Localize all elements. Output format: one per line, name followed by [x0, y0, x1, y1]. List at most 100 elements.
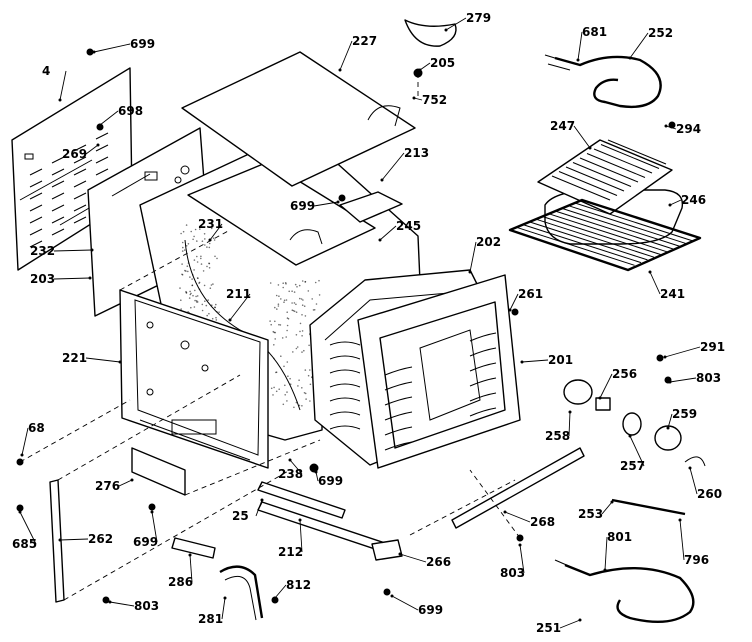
leader-line	[665, 125, 677, 130]
leader-dot	[130, 478, 134, 482]
part-number-label: 231	[198, 217, 223, 231]
leader-dot	[576, 58, 580, 62]
alignment-lines	[19, 73, 521, 601]
part-number-label: 227	[352, 34, 377, 48]
bracket	[339, 191, 403, 223]
oven-front-frame	[357, 274, 521, 469]
leader-dot	[568, 410, 572, 414]
leader-line	[313, 201, 339, 207]
part-number-label: 286	[168, 575, 193, 589]
leader-dot	[20, 453, 24, 457]
light-bulb	[622, 412, 642, 436]
leader-line	[629, 435, 645, 467]
part-number-label: 801	[607, 530, 632, 544]
leader-line	[669, 377, 697, 383]
leader-line	[629, 32, 649, 59]
leader-line	[229, 293, 251, 321]
part-number-label: 266	[426, 555, 451, 569]
leader-dot	[338, 68, 342, 72]
leader-line	[689, 467, 698, 495]
bracket-266	[371, 539, 403, 561]
top-panel	[181, 51, 416, 187]
leader-line	[118, 479, 133, 487]
part-number-label: 201	[548, 353, 573, 367]
front-rail	[451, 447, 585, 529]
part-number-label: 281	[198, 612, 223, 626]
leader-line	[391, 595, 419, 611]
leader-dot	[298, 518, 302, 522]
leader-dot	[380, 178, 384, 182]
leader-line	[667, 413, 673, 429]
leader-line	[469, 241, 477, 273]
leader-line	[274, 584, 287, 599]
broil-element	[544, 54, 662, 109]
leader-dot	[18, 510, 22, 514]
part-number-label: 212	[278, 545, 303, 559]
leader-dot	[58, 538, 62, 542]
leader-line	[519, 544, 525, 574]
leader-line	[649, 271, 661, 295]
part-number-label: 294	[676, 122, 701, 136]
leader-dot	[288, 458, 292, 462]
leader-line	[109, 601, 135, 607]
leader-dot	[336, 200, 340, 204]
leader-dot	[378, 238, 382, 242]
part-number-label: 276	[95, 479, 120, 493]
leader-line	[573, 125, 591, 149]
leader-line	[255, 499, 263, 517]
leader-line	[568, 411, 571, 437]
leader-dot	[98, 123, 102, 127]
part-number-label: 699	[290, 199, 315, 213]
leader-dot	[223, 596, 227, 600]
leader-line	[419, 62, 431, 71]
wire-clip	[684, 456, 706, 467]
part-number-label: 25	[232, 509, 249, 523]
leader-dot	[663, 355, 667, 359]
leader-dot	[412, 96, 416, 100]
leader-line	[99, 110, 119, 126]
part-number-label: 202	[476, 235, 501, 249]
part-number-label: 279	[466, 11, 491, 25]
side-panel	[119, 289, 269, 469]
leader-dot	[90, 248, 94, 252]
leader-line	[445, 17, 467, 31]
bake-element	[554, 559, 695, 623]
part-number-label: 241	[660, 287, 685, 301]
leader-dot	[518, 543, 522, 547]
part-number-label: 203	[30, 272, 55, 286]
part-number-label: 238	[278, 467, 303, 481]
leader-line	[221, 597, 226, 620]
bottom-plate	[131, 447, 186, 496]
part-number-label: 269	[62, 147, 87, 161]
leader-dot	[260, 498, 264, 502]
part-number-label: 259	[672, 407, 697, 421]
leader-line	[604, 536, 608, 571]
leader-line	[85, 144, 99, 155]
leader-dot	[664, 124, 668, 128]
part-number-label: 685	[12, 537, 37, 551]
leader-line	[509, 293, 519, 311]
part-number-label: 699	[130, 37, 155, 51]
leader-dot	[668, 380, 672, 384]
part-number-label: 221	[62, 351, 87, 365]
leader-dot	[208, 238, 212, 242]
part-number-label: 796	[684, 553, 709, 567]
leader-line	[289, 459, 303, 475]
part-number-label: 251	[536, 621, 561, 635]
leader-dot	[598, 396, 602, 400]
leader-dot	[444, 28, 448, 32]
leader-dot	[503, 510, 507, 514]
part-number-label: 812	[286, 578, 311, 592]
leader-dot	[398, 552, 402, 556]
part-number-label: 261	[518, 287, 543, 301]
part-number-label: 699	[318, 474, 343, 488]
leader-dot	[108, 600, 112, 604]
top-insulation-panel	[187, 161, 376, 266]
leader-dot	[610, 500, 614, 504]
leader-line	[399, 553, 427, 563]
leader-line	[59, 538, 89, 541]
hardware	[16, 19, 676, 604]
leader-dot	[418, 68, 422, 72]
